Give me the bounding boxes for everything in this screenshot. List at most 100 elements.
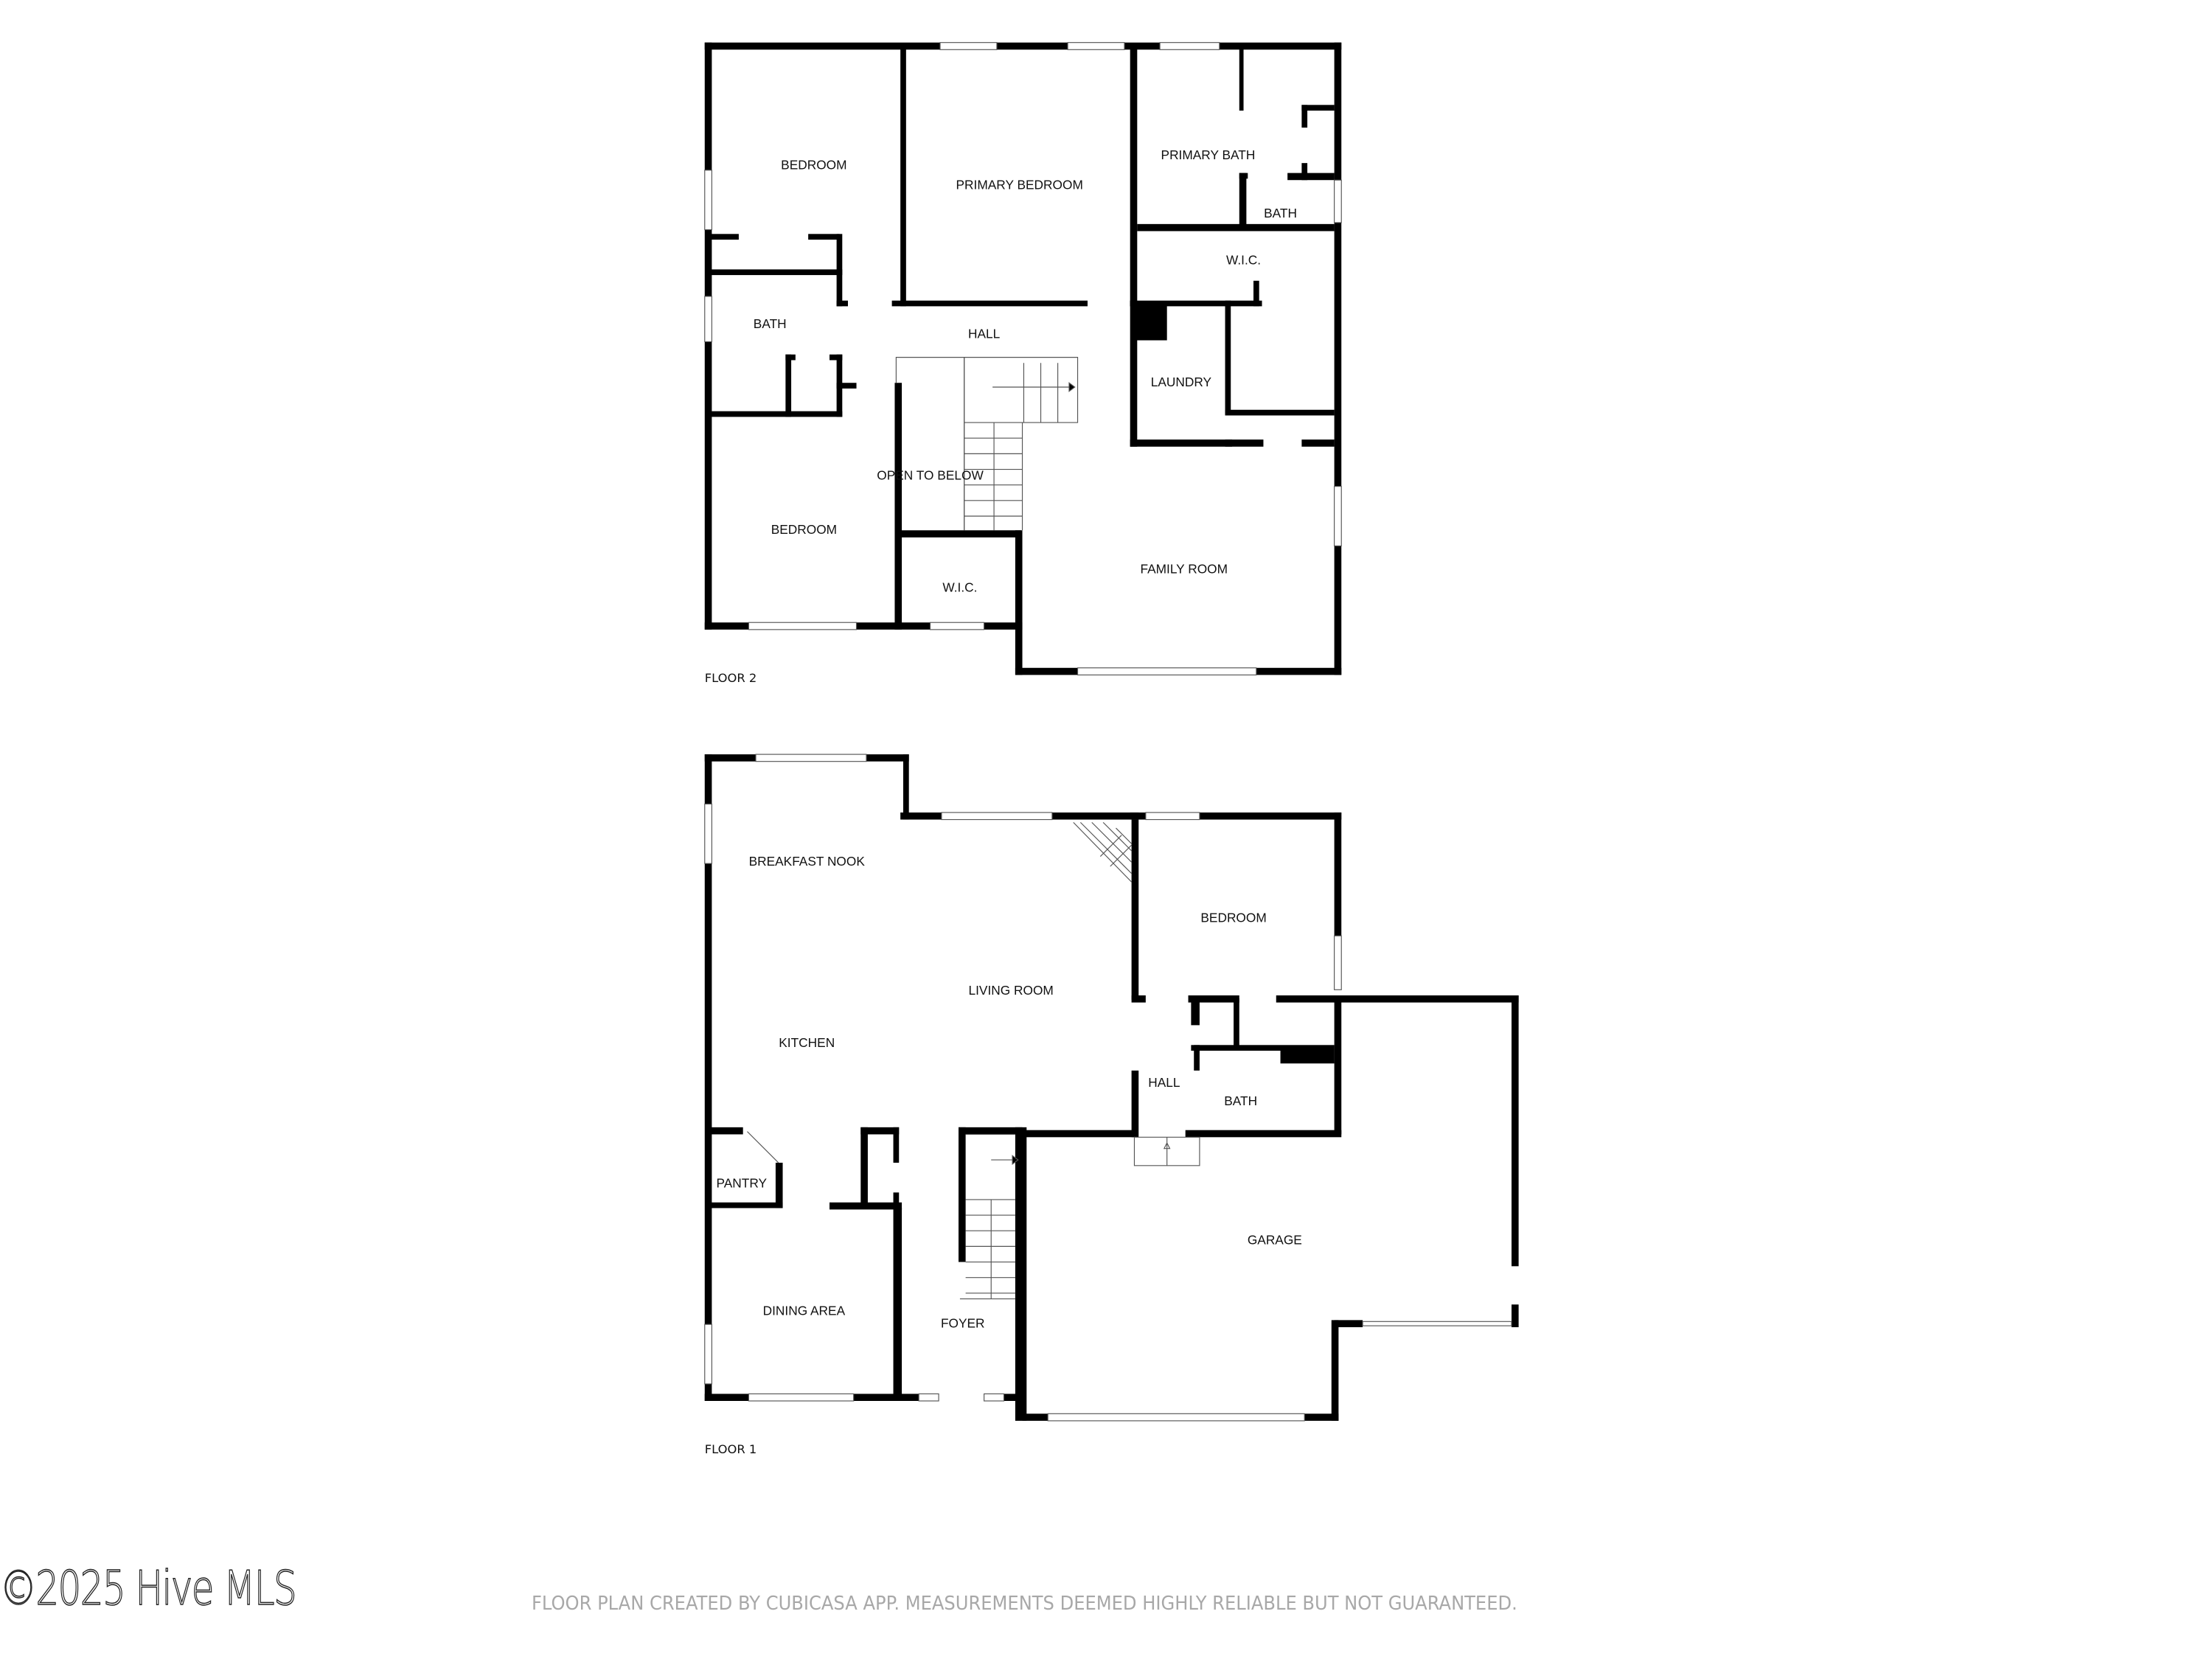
- room-label: HALL: [1148, 1075, 1180, 1090]
- wall: [704, 1394, 751, 1401]
- garage-door: [1362, 1321, 1512, 1326]
- wall: [1234, 998, 1239, 1050]
- wall: [1512, 1304, 1519, 1327]
- wall: [1131, 995, 1146, 1003]
- wall: [1185, 1130, 1342, 1138]
- wall: [860, 1127, 900, 1135]
- wall: [893, 1127, 900, 1163]
- wall: [1301, 105, 1308, 128]
- room-label: DINING AREA: [763, 1303, 846, 1318]
- wall: [1191, 998, 1200, 1026]
- wall: [830, 354, 843, 361]
- wall: [709, 1127, 743, 1135]
- window: [1334, 179, 1342, 223]
- wall: [1225, 439, 1264, 447]
- room-label: BEDROOM: [771, 522, 837, 537]
- window: [1334, 935, 1342, 990]
- wall: [1239, 46, 1244, 111]
- wall: [709, 234, 739, 240]
- window: [704, 803, 712, 864]
- window: [1159, 42, 1220, 50]
- stair-treads: [959, 1133, 1015, 1300]
- stair-arrow-icon: [1012, 1155, 1019, 1165]
- room-label: BEDROOM: [781, 158, 846, 173]
- wall: [836, 383, 857, 389]
- stair-corner: [1073, 821, 1133, 883]
- room-label: LIVING ROOM: [968, 983, 1053, 998]
- wall: [1022, 1413, 1048, 1421]
- window: [918, 1393, 939, 1402]
- garage-door: [1047, 1413, 1305, 1422]
- copyright-watermark: ©2025 Hive MLS: [0, 1561, 297, 1617]
- wall: [836, 300, 848, 307]
- wall: [1287, 173, 1335, 181]
- wall: [775, 1162, 783, 1208]
- wall: [894, 383, 902, 630]
- wall: [704, 622, 1021, 630]
- window: [1067, 42, 1125, 50]
- room-label: W.I.C.: [1226, 252, 1261, 267]
- room-label: W.I.C.: [942, 580, 977, 595]
- wall: [899, 530, 1021, 538]
- window: [1334, 486, 1342, 546]
- wall: [1225, 409, 1335, 416]
- wall: [704, 42, 1342, 50]
- room-label: PRIMARY BEDROOM: [956, 177, 1083, 192]
- wall: [1130, 812, 1342, 820]
- wall: [1131, 819, 1139, 1000]
- room-label: PANTRY: [716, 1175, 767, 1190]
- room-label: BATH: [1264, 206, 1297, 220]
- wall: [709, 1202, 783, 1208]
- wall: [1331, 1320, 1339, 1421]
- room-label: BATH: [754, 316, 787, 331]
- room-label: FOYER: [941, 1316, 985, 1331]
- wall: [1225, 300, 1231, 414]
- window: [929, 622, 985, 630]
- window: [704, 170, 712, 231]
- window: [755, 754, 867, 762]
- stairs-outline: [895, 357, 1079, 531]
- room-label: BEDROOM: [1200, 911, 1266, 925]
- wall: [903, 754, 909, 820]
- room-label: KITCHEN: [779, 1035, 835, 1050]
- wall: [1194, 1045, 1200, 1071]
- window: [984, 1393, 1005, 1402]
- wall: [853, 1394, 919, 1401]
- wall: [860, 1127, 868, 1208]
- wall: [1304, 1413, 1339, 1421]
- wall: [959, 1127, 1023, 1135]
- room-label: OPEN TO BELOW: [877, 468, 984, 483]
- wall: [808, 234, 840, 240]
- wall: [891, 300, 1088, 307]
- walls-layer: [704, 42, 1519, 1421]
- stair-arrow-icon: [1068, 382, 1076, 392]
- room-label: GARAGE: [1248, 1232, 1302, 1247]
- wall: [785, 354, 792, 417]
- wall: [893, 1208, 902, 1401]
- window: [704, 1324, 712, 1385]
- floor-1-label: FLOOR 1: [705, 1442, 757, 1456]
- wall: [1130, 300, 1138, 447]
- wall: [1301, 163, 1308, 181]
- garage-steps: [1133, 1136, 1200, 1166]
- room-label: HALL: [968, 326, 1001, 341]
- wall: [1334, 42, 1342, 675]
- wall: [1015, 1127, 1027, 1421]
- window: [1077, 667, 1257, 675]
- wall: [704, 754, 712, 1401]
- room-label: LAUNDRY: [1151, 375, 1212, 389]
- wall: [1334, 995, 1342, 1135]
- window: [939, 42, 998, 50]
- floor-2-label: FLOOR 2: [705, 671, 757, 685]
- pantry-door: [747, 1131, 779, 1164]
- wall: [1130, 46, 1138, 307]
- wall: [1015, 530, 1023, 630]
- wall: [900, 46, 906, 307]
- wall: [1280, 1051, 1335, 1064]
- window: [1145, 812, 1200, 821]
- wall: [1191, 1045, 1335, 1051]
- windows-stairs-layer: [704, 42, 1512, 1422]
- window: [704, 296, 712, 343]
- window: [748, 1393, 855, 1402]
